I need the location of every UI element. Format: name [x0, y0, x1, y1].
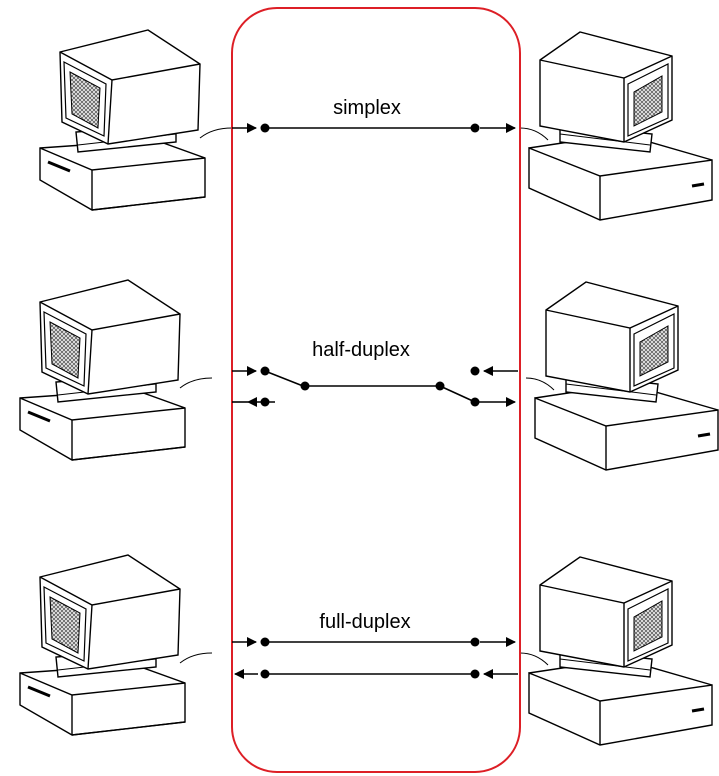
- computer-icon: [38, 28, 234, 212]
- simplex-label: simplex: [333, 97, 401, 119]
- half-duplex-label: half-duplex: [312, 339, 410, 361]
- channel-border: [231, 7, 521, 773]
- half-duplex-link: [232, 366, 518, 407]
- full-duplex-label: full-duplex: [319, 611, 410, 633]
- simplex-link: [232, 123, 516, 133]
- full-duplex-link: [232, 637, 518, 679]
- computer-icon: [18, 553, 214, 737]
- computer-icon: [518, 30, 714, 222]
- computer-icon: [524, 280, 719, 472]
- computer-icon: [18, 278, 214, 462]
- computer-icon: [518, 555, 714, 747]
